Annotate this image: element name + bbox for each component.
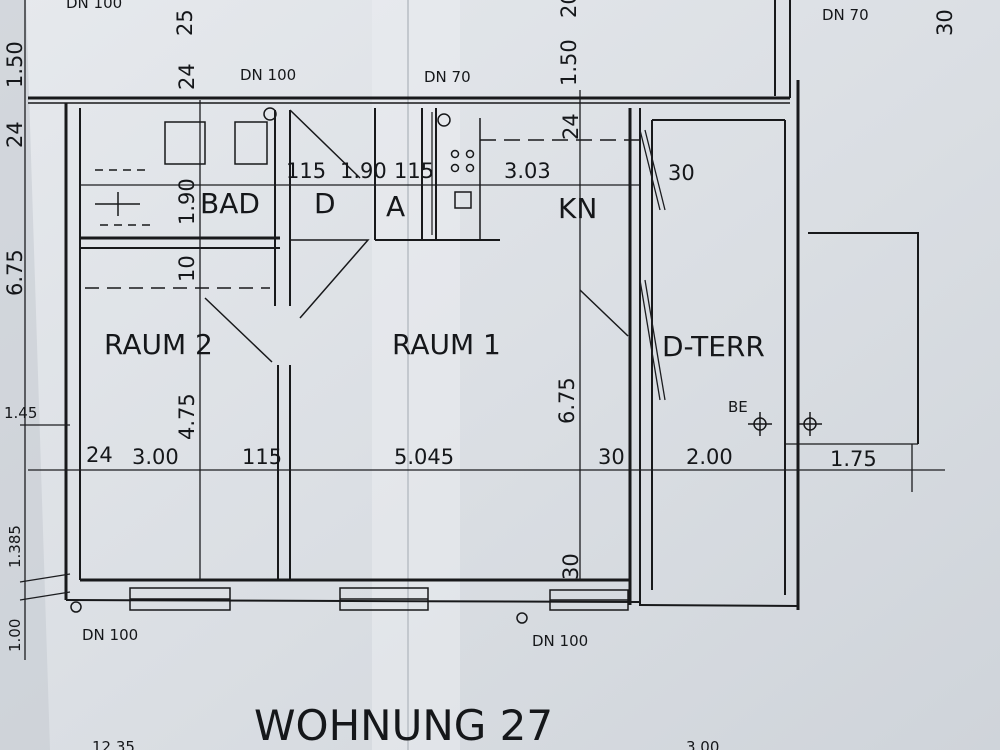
dim-top-25: 25 (173, 9, 197, 36)
dim-bottom-115: 115 (242, 445, 282, 469)
dim-top-30: 30 (933, 9, 957, 36)
dim-bottom-win-30: 30 (559, 553, 583, 580)
dim-left-675: 6.75 (3, 249, 27, 296)
room-label-raum2: RAUM 2 (104, 328, 213, 361)
dim-top-20: 20 (557, 0, 581, 18)
room-label-dterr: D-TERR (662, 330, 765, 363)
interior-walls (80, 108, 500, 580)
dim-kn-30: 30 (668, 161, 695, 185)
marker-label-be: BE (728, 398, 748, 416)
dim-bottom-175: 1.75 (830, 447, 877, 471)
dimension-labels: DN 100 25 1.50 20 30 1.50 24 6.75 1.45 1… (3, 0, 957, 750)
dim-top-dn100: DN 100 (66, 0, 122, 12)
dim-foot-right: 3.00 (686, 738, 719, 750)
dim-top-150: 1.50 (557, 39, 581, 86)
room-label-raum1: RAUM 1 (392, 328, 501, 361)
dim-d-115a: 115 (286, 159, 326, 183)
dim-left-100: 1.00 (6, 619, 24, 652)
room-label-kn: KN (558, 192, 597, 225)
room-label-bad: BAD (200, 187, 260, 220)
dim-left-145: 1.45 (4, 404, 37, 422)
room-label-a: A (386, 190, 405, 223)
dim-kn-303: 3.03 (504, 159, 551, 183)
doors (204, 109, 629, 363)
kitchen-fixtures (263, 107, 640, 209)
pipe-label-dn100-bottom-left: DN 100 (82, 626, 138, 644)
dim-kn-24: 24 (559, 113, 583, 140)
pipe-label-dn100-bottom-right: DN 100 (532, 632, 588, 650)
dim-bad-24: 24 (175, 63, 199, 90)
tape-strip (372, 0, 460, 750)
dim-d-190: 1.90 (340, 159, 387, 183)
plan-title: WOHNUNG 27 (254, 701, 553, 750)
dim-bad-475: 4.75 (175, 393, 199, 440)
room-labels: BAD D A KN RAUM 2 RAUM 1 D-TERR (104, 187, 765, 363)
dim-bad-190: 1.90 (175, 178, 199, 225)
dim-bottom-24: 24 (86, 443, 113, 467)
dimension-lines (19, 0, 945, 660)
windows (129, 587, 629, 611)
dim-bottom-5045: 5.045 (394, 445, 454, 469)
bath-fixtures (85, 121, 270, 289)
dim-d-115b: 115 (394, 159, 434, 183)
dim-bad-10: 10 (175, 255, 199, 282)
walls (28, 0, 919, 610)
dim-left-24: 24 (3, 121, 27, 148)
pipe-labels: DN 100 DN 70 DN 70 DN 100 DN 100 BE (82, 6, 869, 650)
room-label-d: D (314, 187, 336, 220)
pipe-label-dn70-right: DN 70 (822, 6, 869, 24)
dim-left-150: 1.50 (3, 41, 27, 88)
dim-bottom-300: 3.00 (132, 445, 179, 469)
dim-bottom-200: 2.00 (686, 445, 733, 469)
dim-r1-675: 6.75 (555, 377, 579, 424)
pipe-label-dn70-top: DN 70 (424, 68, 471, 86)
dim-foot-left: 12.35 (92, 738, 135, 750)
dim-bottom-30: 30 (598, 445, 625, 469)
pipe-label-dn100-top: DN 100 (240, 66, 296, 84)
pipe-symbols (70, 412, 822, 624)
dim-left-1385: 1.385 (6, 525, 24, 568)
